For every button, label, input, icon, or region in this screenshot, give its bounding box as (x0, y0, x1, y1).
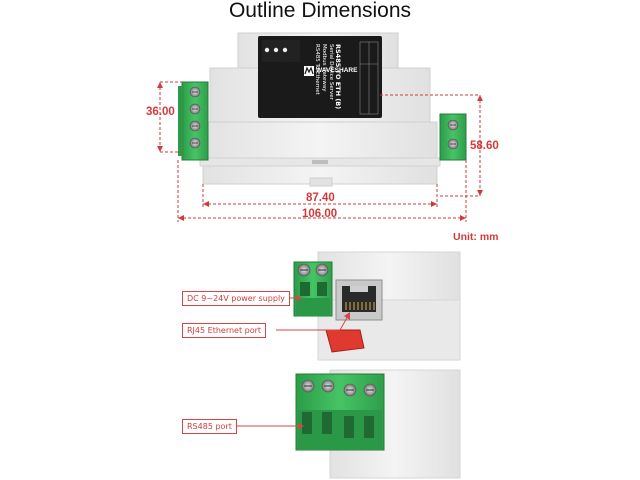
led-pwr (264, 47, 270, 53)
led-labels: PWR Link ACT (264, 56, 299, 62)
callout-ethernet: RJ45 Ethernet port (182, 323, 267, 338)
housing-lower (202, 121, 438, 185)
desc-line-1: Serial Device Server (328, 44, 334, 100)
dim-width-inner: 87.40 (306, 192, 335, 204)
page-title: Outline Dimensions (228, 0, 412, 22)
brand-name: WAVESHARE (316, 67, 358, 74)
callout-power: DC 9~24V power supply (182, 291, 290, 306)
detail-rs485 (180, 369, 461, 479)
dim-height-right: 58.60 (470, 140, 499, 152)
device-front-view (178, 32, 467, 187)
model-name: RS485 TO ETH (B) (334, 44, 342, 110)
desc-line-3: RS485 To Ethernet (314, 44, 320, 95)
desc-line-2: Modbus Gateway (321, 44, 327, 92)
led-act (282, 47, 288, 53)
din-rail-clip (325, 329, 365, 353)
dim-height-left: 36.00 (146, 106, 175, 118)
unit-label: Unit: mm (453, 231, 499, 243)
detail-power-ethernet (180, 251, 461, 362)
terminal-block-right (439, 113, 467, 161)
callout-rs485: RS485 port (182, 419, 237, 434)
led-link (273, 47, 279, 53)
dimension-lines (157, 81, 483, 222)
dim-width-outer: 106.00 (302, 208, 338, 220)
